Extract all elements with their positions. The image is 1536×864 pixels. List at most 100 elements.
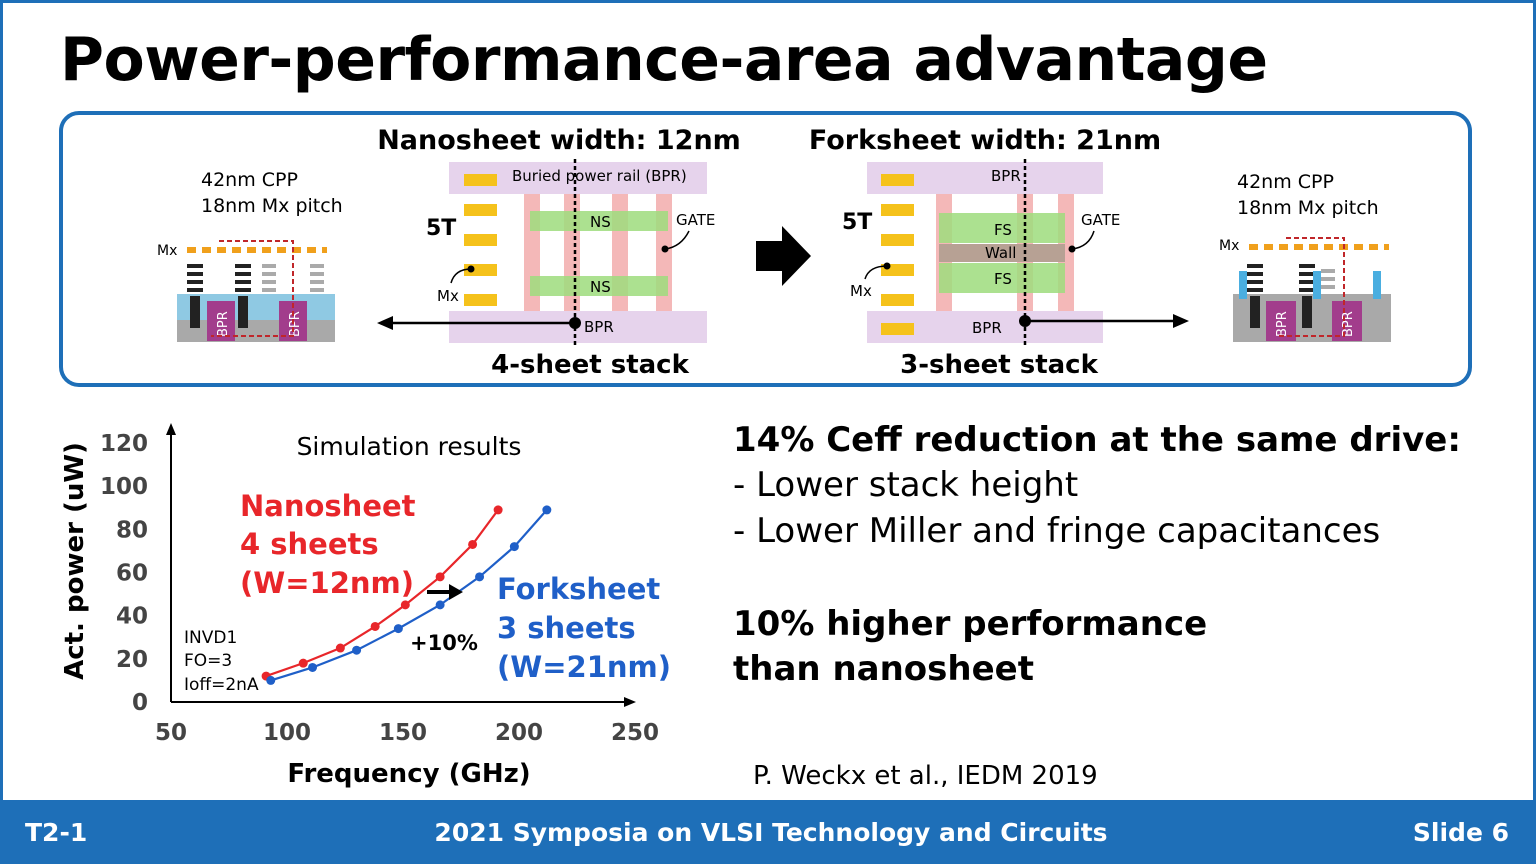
data-point: [352, 645, 362, 655]
left-5t-label: 5T: [426, 216, 456, 241]
nanosheet-2: [530, 276, 668, 296]
gate-pointer-right: [1071, 230, 1095, 250]
nanosheet-legend: Nanosheet 4 sheets (W=12nm): [240, 489, 416, 600]
x-tick-100: 100: [263, 720, 311, 746]
y-tick-80: 80: [116, 517, 148, 543]
ns-label-2: NS: [590, 278, 611, 296]
citation: P. Weckx et al., IEDM 2019: [753, 761, 1098, 791]
x-axis-arrow: [624, 697, 636, 707]
data-point: [435, 600, 445, 610]
performance-heading-line2: than nanosheet: [733, 649, 1034, 689]
forksheet-label-line1: Forksheet: [497, 572, 660, 606]
data-point: [335, 643, 345, 653]
right-metal-stack-2: [1321, 269, 1335, 289]
right-5t-label: 5T: [842, 210, 872, 235]
nanosheet-1: [530, 211, 668, 231]
data-point: [435, 572, 445, 582]
left-cpp-label: 42nm CPP: [201, 169, 298, 191]
right-mx-small: Mx: [850, 282, 872, 300]
bpr-top-label-right: BPR: [991, 167, 1021, 185]
session-id: T2-1: [25, 818, 88, 847]
wall-label: Wall: [985, 244, 1016, 262]
data-point: [509, 542, 519, 552]
shift-arrow-head: [449, 584, 463, 600]
data-point: [400, 600, 410, 610]
right-mx-pitch-label: 18nm Mx pitch: [1237, 197, 1379, 219]
nanosheet-heading: Nanosheet width: 12nm: [377, 125, 741, 156]
left-mx-label: Mx: [157, 243, 177, 259]
bullet-stack-height: - Lower stack height: [733, 465, 1079, 505]
condition-line2: FO=3: [184, 651, 232, 671]
forksheet-layout: Forksheet width: 21nm BPR 5T FS Wall FS …: [809, 125, 1189, 380]
comparison-panel: [59, 111, 1472, 387]
right-arrow-head: [1173, 314, 1189, 328]
conditions-annotation: INVD1 FO=3 Ioff=2nA: [184, 628, 259, 695]
fs-label-1: FS: [994, 221, 1012, 239]
y-axis-arrow: [166, 423, 176, 435]
left-arrow-head: [377, 316, 393, 330]
left-mx-small: Mx: [437, 287, 459, 305]
right-mx-label: Mx: [1219, 238, 1239, 254]
cell-outline: [211, 240, 294, 337]
mx-pads-right: [881, 174, 914, 335]
nanosheet-cross-section: 42nm CPP 18nm Mx pitch Mx BPR BPR: [157, 169, 343, 342]
bpr-bottom-label-right: BPR: [972, 319, 1002, 337]
x-tick-labels: 50 100 150 200 250: [155, 720, 659, 746]
left-gate-label: GATE: [676, 211, 715, 229]
ceff-heading: 14% Ceff reduction at the same drive:: [733, 420, 1461, 460]
x-tick-250: 250: [611, 720, 659, 746]
y-axis-label: Act. power (uW): [60, 442, 90, 680]
nanosheet-label-line3: (W=12nm): [240, 566, 414, 600]
right-gate-label: GATE: [1081, 211, 1120, 229]
data-point: [298, 658, 308, 668]
y-tick-40: 40: [116, 604, 148, 630]
data-point: [370, 621, 380, 631]
improvement-label: +10%: [410, 631, 478, 655]
bpr-label-1: BPR: [216, 311, 231, 337]
bpr-label-3: BPR: [1275, 311, 1290, 337]
x-tick-50: 50: [155, 720, 187, 746]
forksheet-legend: Forksheet 3 sheets (W=21nm): [497, 572, 671, 684]
chart-title: Simulation results: [297, 432, 522, 461]
nanosheet-label-line1: Nanosheet: [240, 489, 416, 523]
fs-label-2: FS: [994, 270, 1012, 288]
series-layer: [261, 505, 552, 685]
bpr-block-1: [207, 301, 235, 341]
forksheet-label-line3: (W=21nm): [497, 650, 671, 684]
fork-wall-2: [1313, 271, 1321, 299]
mx-pointer-dot: [467, 265, 475, 273]
slide-number: Slide 6: [1412, 818, 1509, 847]
data-point: [468, 539, 478, 549]
performance-heading-line1: 10% higher performance: [733, 604, 1208, 644]
series-line-0: [265, 509, 500, 678]
device-comparison-diagram: 42nm CPP 18nm Mx pitch Mx BPR BPR: [157, 125, 1391, 380]
right-cpp-label: 42nm CPP: [1237, 171, 1334, 193]
y-tick-100: 100: [100, 474, 148, 500]
forksheet-2: [939, 263, 1065, 293]
left-metal-stack-1: [187, 264, 203, 328]
gate-pointer-dot: [661, 245, 669, 253]
forksheet-label-line2: 3 sheets: [497, 611, 636, 645]
left-metal-stack-2: [235, 264, 251, 328]
data-point: [475, 572, 485, 582]
cell-outline-right: [1277, 237, 1345, 337]
fork-wall-1: [1239, 271, 1247, 299]
ns-label-1: NS: [590, 213, 611, 231]
page-title: Power-performance-area advantage: [60, 25, 1268, 95]
data-point: [393, 624, 403, 634]
y-tick-60: 60: [116, 561, 148, 587]
y-tick-0: 0: [132, 690, 148, 716]
data-point: [266, 675, 276, 685]
x-axis-label: Frequency (GHz): [287, 759, 530, 789]
forksheet-heading: Forksheet width: 21nm: [809, 125, 1161, 156]
left-metal-stack-3: [262, 264, 324, 292]
data-point: [493, 505, 503, 515]
fork-wall-3: [1373, 271, 1381, 299]
y-tick-120: 120: [100, 431, 148, 457]
wall: [939, 244, 1065, 262]
x-tick-150: 150: [379, 720, 427, 746]
bpr-block-4: [1332, 301, 1362, 341]
right-stack-label: 3-sheet stack: [900, 350, 1098, 380]
forksheet-cross-section: 42nm CPP 18nm Mx pitch Mx BPR BPR: [1219, 171, 1391, 342]
x-tick-200: 200: [495, 720, 543, 746]
